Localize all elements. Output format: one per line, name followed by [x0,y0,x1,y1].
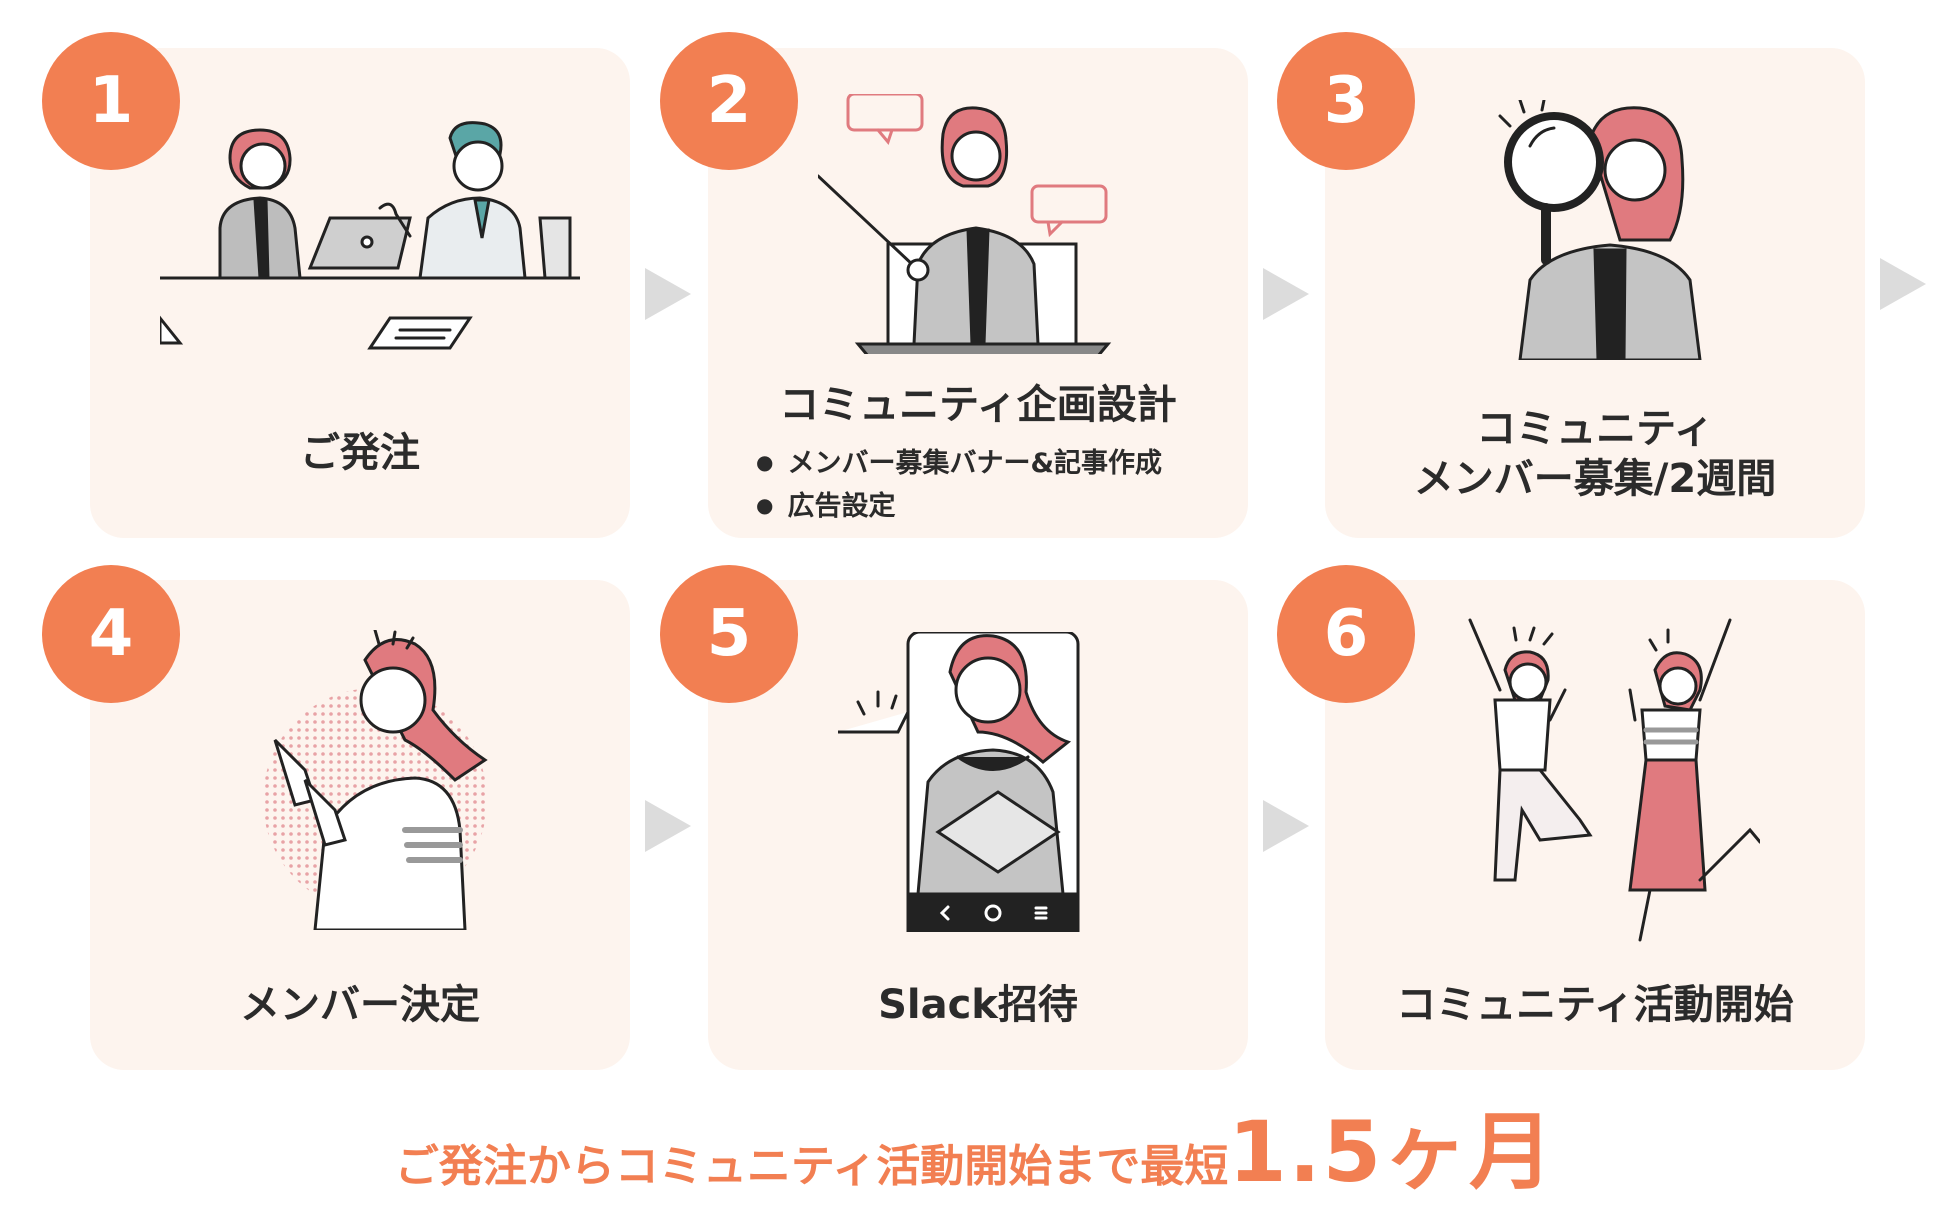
arrow-right-icon [645,268,691,320]
step-number-badge: 1 [42,32,180,170]
step-number-badge: 5 [660,565,798,703]
arrow-right-icon [645,800,691,852]
step-title: コミュニティ企画設計 [708,380,1248,430]
smartphone-invite-illustration [838,632,1118,932]
presentation-illustration [818,94,1138,354]
arrow-right-icon [1880,258,1926,310]
step-title-line: メンバー募集/2週間 [1325,454,1865,504]
step-number-badge: 6 [1277,565,1415,703]
step-title: コミュニティ メンバー募集/2週間 [1325,404,1865,504]
arrow-right-icon [1263,268,1309,320]
pointing-woman-illustration [255,630,495,930]
step-title: コミュニティ活動開始 [1325,980,1865,1030]
lead-time-caption: ご発注からコミュニティ活動開始まで最短1.5ヶ月 [0,1085,1950,1206]
step-number-badge: 3 [1277,32,1415,170]
step-title: ご発注 [90,428,630,478]
meeting-illustration [160,118,580,358]
step-number-badge: 2 [660,32,798,170]
step-title: メンバー決定 [90,980,630,1030]
celebration-illustration [1460,610,1760,970]
bullet-item: メンバー募集バナー&記事作成 [756,443,1162,486]
caption-highlight-text: 1.5ヶ月 [1228,1103,1555,1201]
step-number-badge: 4 [42,565,180,703]
caption-lead-text: ご発注からコミュニティ活動開始まで最短 [395,1141,1228,1192]
step-title: Slack招待 [708,980,1248,1030]
step-title-line: コミュニティ [1325,404,1865,454]
arrow-right-icon [1263,800,1309,852]
magnifier-illustration [1490,100,1730,360]
bullet-item: 広告設定 [756,486,1162,529]
step-bullets: メンバー募集バナー&記事作成 広告設定 [756,443,1162,529]
